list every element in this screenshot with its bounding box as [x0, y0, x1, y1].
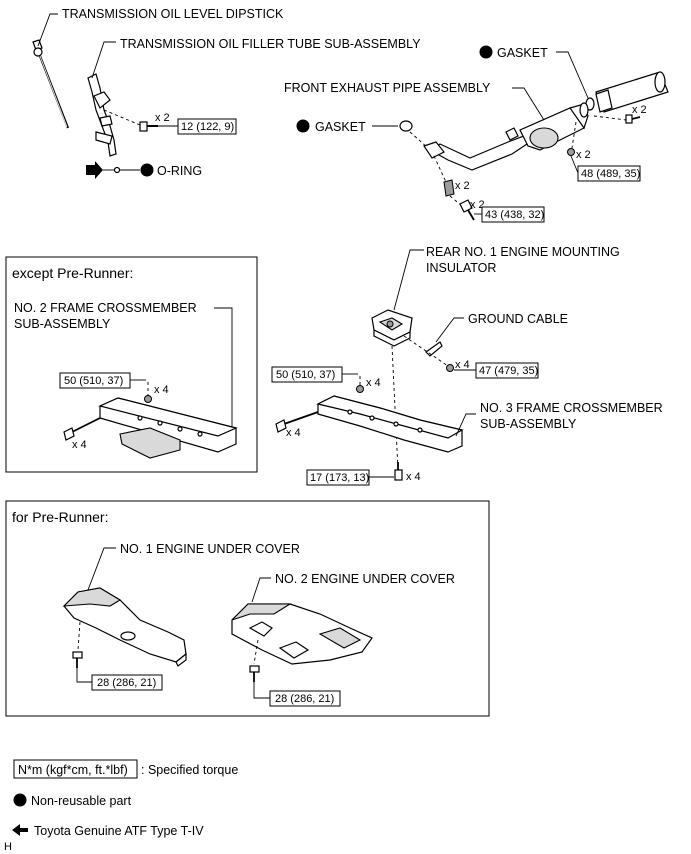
no2-nut-qty: x 4 — [154, 384, 169, 396]
non-reusable-icon — [140, 163, 154, 177]
torque-no3-bottom: 17 (173, 13) — [310, 472, 369, 484]
torque-cover2: 28 (286, 21) — [275, 693, 334, 705]
under-cover-2-label: NO. 2 ENGINE UNDER COVER — [275, 572, 455, 586]
torque-no2: 50 (510, 37) — [64, 375, 123, 387]
atf-arrow-icon — [86, 161, 103, 179]
exhaust-stud-qty: x 2 — [455, 180, 470, 192]
torque-cover1: 28 (286, 21) — [97, 677, 156, 689]
no2-crossmember-drawing — [98, 397, 238, 459]
no3-bottom-bolt — [394, 462, 403, 481]
legend-torque-box — [13, 759, 138, 779]
no2-bolt-qty: x 4 — [72, 439, 87, 451]
torque-box-no3-top — [271, 366, 343, 383]
gasket-right-label: GASKET — [497, 46, 548, 60]
torque-box-exhaust-bottom — [481, 206, 545, 223]
mount-nut-qty: x 4 — [455, 359, 470, 371]
torque-exhaust-bottom: 43 (438, 32) — [485, 209, 544, 221]
torque-box-no3-bottom — [306, 469, 370, 486]
non-reusable-icon — [479, 45, 493, 59]
torque-mount: 47 (479, 35) — [479, 365, 538, 377]
filler-bolt-qty: x 2 — [155, 112, 170, 124]
no3-bolt-qty: x 4 — [286, 427, 301, 439]
filler-tube-label: TRANSMISSION OIL FILLER TUBE SUB-ASSEMBL… — [120, 37, 421, 51]
exhaust-right-bolt — [625, 114, 641, 124]
no3-nut — [356, 385, 364, 393]
mount-nut — [446, 364, 454, 372]
legend-torque-format: N*m (kgf*cm, ft.*lbf) — [18, 763, 128, 777]
atf-arrow-icon — [12, 824, 28, 836]
no3-bolt — [275, 411, 319, 433]
exhaust-bottom-bolt — [459, 199, 475, 221]
pre-runner-panel — [5, 500, 490, 717]
dipstick-label: TRANSMISSION OIL LEVEL DIPSTICK — [62, 7, 284, 21]
no2-bolt — [63, 417, 101, 441]
rear-mount-label-1: REAR NO. 1 ENGINE MOUNTING — [426, 245, 620, 259]
front-exhaust-label: FRONT EXHAUST PIPE ASSEMBLY — [284, 81, 491, 95]
ground-cable-label: GROUND CABLE — [468, 312, 568, 326]
figure-code: H — [4, 841, 12, 853]
torque-box-exhaust-right — [577, 165, 641, 182]
gasket-right-bolt-qty: x 2 — [632, 104, 647, 116]
no2-nut — [144, 395, 152, 403]
cover1-bolt — [72, 651, 83, 668]
no3-crossmember-label-2: SUB-ASSEMBLY — [480, 417, 577, 431]
exhaust-bolt-qty: x 2 — [470, 199, 485, 211]
no3-bottom-qty: x 4 — [406, 471, 421, 483]
torque-box-filler — [177, 118, 237, 135]
o-ring-label: O-RING — [157, 164, 202, 178]
exhaust-nut-qty: x 2 — [576, 149, 591, 161]
torque-exhaust-right: 48 (489, 35) — [581, 168, 640, 180]
legend-atf: Toyota Genuine ATF Type T-IV — [34, 824, 204, 838]
non-reusable-icon — [13, 793, 27, 807]
torque-no3-top: 50 (510, 37) — [276, 369, 335, 381]
no3-crossmember-label-1: NO. 3 FRAME CROSSMEMBER — [480, 401, 663, 415]
exhaust-pipe-drawing — [423, 71, 669, 171]
exhaust-stud — [443, 179, 455, 197]
rear-mount-insulator-drawing — [371, 309, 413, 347]
gasket-left-part — [399, 120, 413, 132]
o-ring-part — [113, 166, 121, 174]
cover2-bolt — [249, 665, 260, 682]
gasket-left-label: GASKET — [315, 120, 366, 134]
torque-filler: 12 (122, 9) — [181, 121, 234, 133]
under-cover-1-drawing — [62, 587, 187, 667]
under-cover-1-label: NO. 1 ENGINE UNDER COVER — [120, 542, 300, 556]
no2-crossmember-label-2: SUB-ASSEMBLY — [14, 317, 111, 331]
no2-crossmember-label-1: NO. 2 FRAME CROSSMEMBER — [14, 301, 197, 315]
pre-runner-title: for Pre-Runner: — [12, 509, 108, 525]
torque-box-cover2 — [269, 690, 341, 707]
dipstick-drawing — [32, 39, 70, 129]
under-cover-2-drawing — [231, 603, 373, 665]
dipstick-leader — [37, 13, 58, 47]
except-pre-runner-title: except Pre-Runner: — [12, 265, 133, 281]
ground-cable-drawing — [425, 341, 443, 357]
legend-torque-desc: : Specified torque — [141, 763, 238, 777]
exhaust-nut — [567, 148, 575, 156]
rear-mount-label-2: INSULATOR — [426, 261, 496, 275]
filler-tube-bolt — [139, 121, 158, 132]
no3-crossmember-drawing — [316, 395, 464, 453]
no3-nut-qty: x 4 — [366, 377, 381, 389]
except-pre-runner-panel — [5, 256, 258, 473]
torque-box-mount — [475, 362, 539, 379]
torque-box-cover1 — [91, 674, 163, 691]
filler-tube-leader — [91, 41, 116, 79]
legend-non-reusable: Non-reusable part — [31, 794, 132, 808]
filler-tube-drawing — [87, 73, 141, 157]
torque-box-no2 — [59, 372, 131, 389]
non-reusable-icon — [296, 119, 310, 133]
